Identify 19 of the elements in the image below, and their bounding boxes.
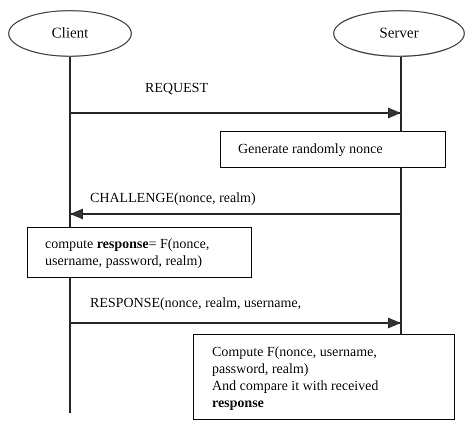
process-box — [193, 334, 455, 420]
message-arrow — [70, 108, 401, 118]
lifeline — [400, 57, 402, 131]
message-label: REQUEST — [145, 80, 208, 97]
message-arrow — [70, 208, 401, 220]
lifeline — [69, 57, 71, 227]
message-label: CHALLENGE(nonce, realm) — [90, 190, 256, 207]
process-text: Compute F(nonce, username, password, realm) — [212, 344, 378, 378]
message-arrow — [70, 318, 401, 328]
participant-name: Client — [52, 25, 88, 42]
process-text: compute response= F(nonce, username, password, realm) — [45, 236, 210, 270]
process-box — [220, 131, 446, 168]
process-box — [27, 227, 252, 278]
message-label: RESPONSE(nonce, realm, username, — [90, 295, 302, 312]
lifeline — [69, 278, 71, 413]
process-text: Generate randomly nonce — [238, 141, 383, 158]
participant-name: Server — [379, 25, 419, 42]
process-text: And compare it with received response — [212, 378, 380, 412]
lifeline — [400, 168, 402, 334]
